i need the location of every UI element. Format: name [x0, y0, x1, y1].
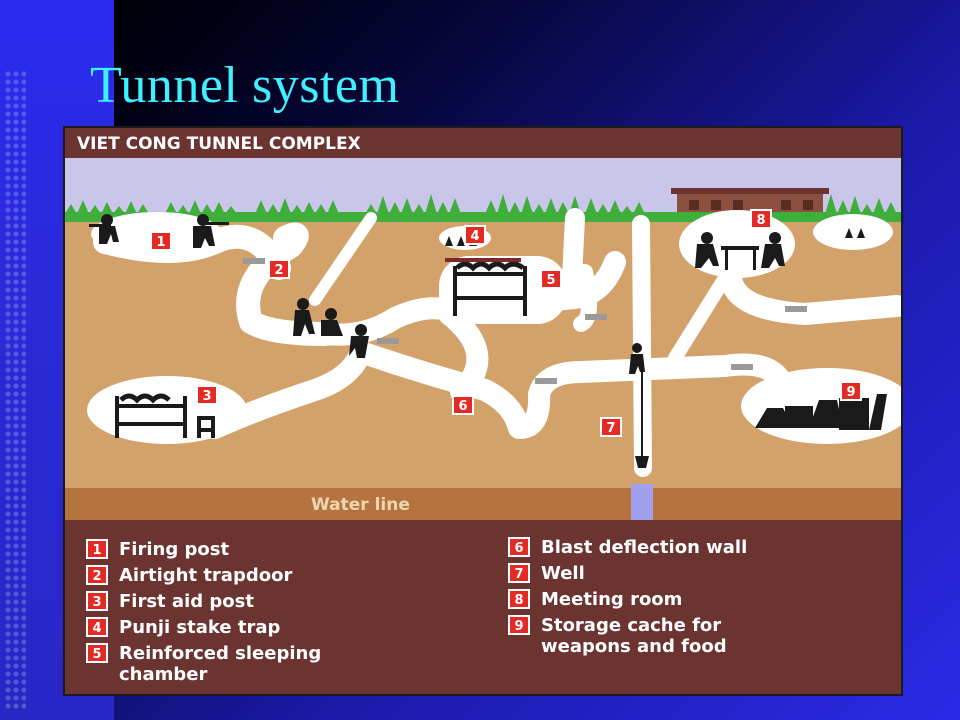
slide-title: Tunnel system [90, 57, 400, 114]
soldier-figures [89, 214, 785, 468]
bunk-bed-sleeping-chamber [453, 261, 527, 316]
svg-text:2: 2 [274, 263, 283, 278]
storage-cache [755, 394, 887, 430]
svg-text:3: 3 [202, 389, 211, 404]
legend-number: 8 [514, 593, 523, 608]
marker-5: 5 [540, 269, 562, 289]
legend-marker [86, 539, 108, 559]
svg-text:5: 5 [546, 273, 555, 288]
svg-text:6: 6 [458, 399, 467, 414]
marker-8: 8 [750, 209, 772, 229]
legend-number: 5 [92, 647, 101, 662]
marker-3: 3 [196, 385, 218, 405]
legend-marker [508, 537, 530, 557]
svg-text:1: 1 [156, 235, 165, 250]
marker-7: 7 [600, 417, 622, 437]
marker-1: 1 [150, 231, 172, 251]
legend-item-8: 8 Meeting room [508, 589, 682, 610]
legend-label: First aid post [119, 591, 254, 612]
legend-label: Punji stake trap [119, 617, 280, 638]
legend-marker [86, 565, 108, 585]
meeting-table [721, 246, 759, 270]
legend-item-7: 7 Well [508, 563, 585, 584]
svg-text:7: 7 [606, 421, 615, 436]
legend-number: 9 [514, 619, 523, 634]
legend-label: Airtight trapdoor [119, 565, 292, 586]
tunnel-diagram: VIET CONG TUNNEL COMPLEX Water line [63, 126, 903, 696]
punji-stakes [445, 228, 865, 246]
legend-item-1: 1 Firing post [86, 539, 229, 560]
deep-soil [65, 488, 901, 520]
legend-label: Meeting room [541, 589, 682, 610]
reinforcement-beam [445, 258, 521, 262]
legend-marker [86, 643, 108, 663]
svg-text:8: 8 [756, 213, 765, 228]
legend-marker [508, 563, 530, 583]
legend-marker [86, 591, 108, 611]
svg-text:4: 4 [470, 229, 479, 244]
bunk-bed-first-aid [115, 393, 215, 438]
water-line-label: Water line [311, 495, 410, 515]
legend-item-3: 3 First aid post [86, 591, 254, 612]
trapdoors [243, 258, 807, 384]
legend-number: 4 [92, 621, 101, 636]
legend-label: weapons and food [541, 636, 727, 657]
legend-label: Reinforced sleeping [119, 643, 321, 664]
svg-text:9: 9 [846, 385, 855, 400]
legend-number: 1 [92, 543, 101, 558]
legend-number: 2 [92, 569, 101, 584]
legend-number: 7 [514, 567, 523, 582]
legend-label: Firing post [119, 539, 229, 560]
legend-item-2: 2 Airtight trapdoor [86, 565, 292, 586]
legend-marker [508, 589, 530, 609]
legend-label: Storage cache for [541, 615, 721, 636]
marker-9: 9 [840, 381, 862, 401]
legend-label: Well [541, 563, 585, 584]
legend-marker [86, 617, 108, 637]
diagram-header: VIET CONG TUNNEL COMPLEX [77, 134, 361, 154]
legend-label: chamber [119, 664, 207, 685]
legend-number: 6 [514, 541, 523, 556]
legend-item-6: 6 Blast deflection wall [508, 537, 747, 558]
legend: 1 Firing post 2 Airtight trapdoor 3 First aid… [86, 537, 747, 685]
marker-4: 4 [464, 225, 486, 245]
well-water [631, 484, 653, 520]
legend-marker [508, 615, 530, 635]
marker-2: 2 [268, 259, 290, 279]
legend-item-4: 4 Punji stake trap [86, 617, 280, 638]
header-band [65, 128, 901, 158]
grass [65, 194, 901, 222]
marker-6: 6 [452, 395, 474, 415]
dot-pattern [4, 70, 26, 710]
legend-number: 3 [92, 595, 101, 610]
legend-label: Blast deflection wall [541, 537, 747, 558]
